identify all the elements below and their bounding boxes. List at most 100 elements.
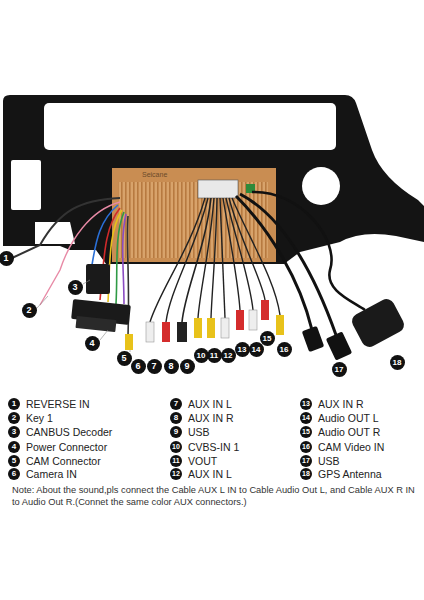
power-connector <box>75 316 116 332</box>
frame-cutout <box>35 222 75 244</box>
usb-cable <box>236 196 312 330</box>
usb-plug <box>326 331 352 360</box>
callout-number: 17 <box>332 362 347 377</box>
callout-number: 16 <box>277 342 292 357</box>
legend-item: 6Camera IN <box>8 468 20 480</box>
callout-number: 3 <box>8 426 20 438</box>
callout-number: 10 <box>170 441 182 453</box>
legend-item: 14Audio OUT L <box>300 412 312 424</box>
callout-number: 9 <box>170 426 182 438</box>
callout-number: 12 <box>221 348 236 363</box>
callout-number: 1 <box>8 398 20 410</box>
signal-name: Audio OUT L <box>318 412 379 424</box>
callout-number: 1 <box>0 251 14 266</box>
rca-plug <box>249 310 257 330</box>
wire <box>12 198 120 258</box>
callout-number: 11 <box>207 348 222 363</box>
callout-number: 7 <box>147 359 162 374</box>
callout-number: 12 <box>170 468 182 480</box>
wire <box>220 198 225 318</box>
callout-number: 7 <box>147 359 162 374</box>
callout-number: 7 <box>170 398 182 410</box>
callout-number: 6 <box>131 359 146 374</box>
callout-number: 13 <box>235 342 250 357</box>
callout-number: 4 <box>85 336 100 351</box>
callout-number: 16 <box>277 342 292 357</box>
legend-item: 16CAM Video IN <box>300 441 312 453</box>
signal-name: VOUT <box>188 455 217 467</box>
gps-antenna <box>349 296 407 349</box>
legend-item: 18GPS Antenna <box>300 468 312 480</box>
signal-name: CAM Connector <box>26 455 101 467</box>
legend-item: 5CAM Connector <box>8 455 20 467</box>
signal-name: AUX IN L <box>188 468 232 480</box>
callout-number: 3 <box>68 280 83 295</box>
callout-number: 9 <box>180 359 195 374</box>
rca-plug <box>146 322 154 342</box>
callout-number: 8 <box>170 412 182 424</box>
usb-plug <box>177 322 187 342</box>
wire <box>223 198 240 310</box>
legend-item: 12AUX IN L <box>170 468 182 480</box>
legend-item: 13AUX IN R <box>300 398 312 410</box>
callout-number: 13 <box>300 398 312 410</box>
signal-name: AUX IN R <box>188 412 234 424</box>
rca-plug <box>162 322 170 342</box>
leader-line <box>37 280 130 352</box>
callout-number: 17 <box>300 455 312 467</box>
callout-number: 11 <box>170 455 182 467</box>
rca-plug <box>276 315 284 335</box>
rca-plug <box>221 318 229 338</box>
frame-opening <box>44 103 336 150</box>
usb-cable <box>240 194 336 335</box>
callout-number: 12 <box>221 348 236 363</box>
legend-item: 8AUX IN R <box>170 412 182 424</box>
callout-number: 9 <box>180 359 195 374</box>
callout-number: 5 <box>117 351 132 366</box>
callout-number: 2 <box>22 303 37 318</box>
note-text: Note: About the sound,pls connect the Ca… <box>12 484 418 508</box>
callout-number: 15 <box>260 331 275 346</box>
rca-plug <box>236 310 244 330</box>
callout-number: 18 <box>300 468 312 480</box>
signal-name: Power Connector <box>26 441 107 453</box>
legend-item: 9USB <box>170 426 182 438</box>
signal-name: CVBS-IN 1 <box>188 441 239 453</box>
callout-number: 18 <box>390 355 405 370</box>
wire <box>123 214 126 304</box>
legend-item: 3CANBUS Decoder <box>8 426 20 438</box>
callout-number: 5 <box>8 455 20 467</box>
usb-plug <box>302 326 325 352</box>
signal-name: GPS Antenna <box>318 468 382 480</box>
callout-number: 2 <box>22 303 37 318</box>
callout-number: 4 <box>8 441 20 453</box>
signal-name: USB <box>188 426 210 438</box>
callout-number: 8 <box>164 359 179 374</box>
wire <box>229 198 265 300</box>
callout-number: 6 <box>131 359 146 374</box>
legend-item: 2Key 1 <box>8 412 20 424</box>
dash-frame <box>3 95 424 264</box>
wire <box>166 198 208 322</box>
callout-number: 2 <box>8 412 20 424</box>
callout-number: 5 <box>117 351 132 366</box>
frame-cutout <box>302 167 340 205</box>
legend-item: 15Audio OUT R <box>300 426 312 438</box>
wire <box>40 202 120 305</box>
rca-plug <box>207 318 215 338</box>
callout-number: 4 <box>85 336 100 351</box>
signal-name: Key 1 <box>26 412 53 424</box>
legend-item: 4Power Connector <box>8 441 20 453</box>
callout-number: 17 <box>332 362 347 377</box>
callout-number: 18 <box>390 355 405 370</box>
signal-name: CANBUS Decoder <box>26 426 112 438</box>
gps-cable <box>252 192 365 310</box>
legend-item: 1REVERSE IN <box>8 398 20 410</box>
callout-number: 16 <box>300 441 312 453</box>
callout-number: 15 <box>300 426 312 438</box>
legend-item: 11VOUT <box>170 455 182 467</box>
callout-number: 15 <box>260 331 275 346</box>
wire <box>211 198 217 318</box>
